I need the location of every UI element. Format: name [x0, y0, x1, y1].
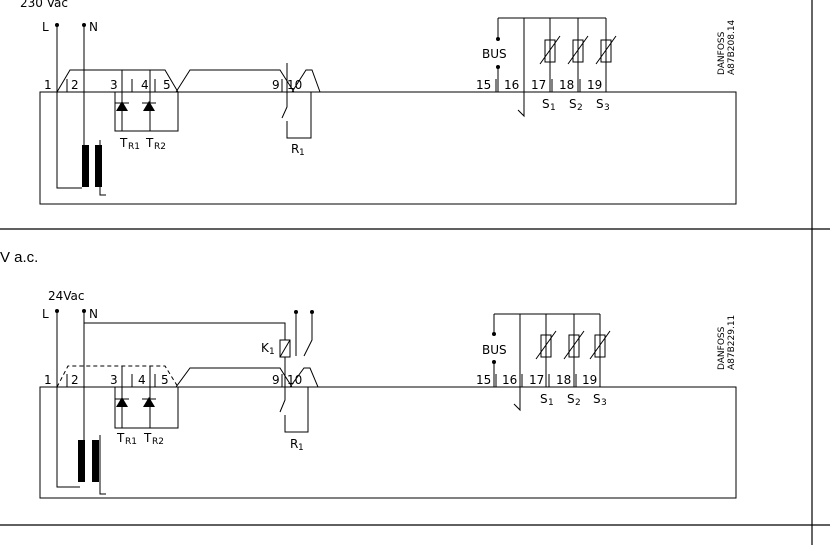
transformer-secondary	[92, 440, 99, 482]
svg-text:4: 4	[141, 78, 149, 92]
svg-text:T: T	[116, 431, 125, 445]
svg-text:3: 3	[601, 398, 607, 408]
svg-text:19: 19	[587, 78, 602, 92]
svg-text:1: 1	[548, 398, 554, 408]
svg-text:16: 16	[502, 373, 517, 387]
line-terminal-label: L	[42, 20, 49, 34]
neutral-terminal-label: N	[89, 20, 98, 34]
brand-label: DANFOSS	[717, 31, 727, 75]
svg-text:3: 3	[604, 103, 610, 113]
svg-text:18: 18	[556, 373, 571, 387]
svg-text:R: R	[290, 437, 298, 451]
svg-text:2: 2	[71, 78, 79, 92]
svg-text:1: 1	[44, 78, 52, 92]
svg-text:10: 10	[287, 373, 302, 387]
neutral-terminal-label: N	[89, 307, 98, 321]
svg-text:17: 17	[529, 373, 544, 387]
svg-text:1: 1	[298, 443, 304, 453]
svg-text:S: S	[567, 392, 575, 406]
bus-label: BUS	[482, 47, 507, 61]
svg-text:9: 9	[272, 373, 280, 387]
svg-text:1: 1	[269, 347, 275, 357]
supply-voltage-label: 230 Vac	[20, 0, 68, 10]
svg-text:5: 5	[163, 78, 171, 92]
svg-text:1: 1	[550, 103, 556, 113]
svg-text:2: 2	[71, 373, 79, 387]
diagram-230vac: 230 Vac L N 1 2 3 4 5 9 10	[20, 0, 737, 205]
svg-text:19: 19	[582, 373, 597, 387]
svg-text:R1: R1	[128, 142, 140, 152]
controller-housing	[39, 91, 737, 205]
svg-text:2: 2	[575, 398, 581, 408]
svg-text:S: S	[596, 97, 604, 111]
svg-text:K: K	[261, 341, 270, 355]
brand-label: DANFOSS	[717, 326, 727, 370]
drawing-number: A87B229.11	[727, 315, 737, 370]
line-terminal-label: L	[42, 307, 49, 321]
svg-text:17: 17	[531, 78, 546, 92]
svg-text:S: S	[593, 392, 601, 406]
transformer-secondary	[95, 145, 102, 187]
svg-text:S: S	[569, 97, 577, 111]
svg-text:5: 5	[161, 373, 169, 387]
supply-voltage-label: 24Vac	[48, 289, 85, 303]
controller-housing	[39, 386, 737, 499]
svg-text:15: 15	[476, 373, 491, 387]
svg-text:S: S	[540, 392, 548, 406]
svg-text:3: 3	[110, 78, 118, 92]
svg-text:15: 15	[476, 78, 491, 92]
svg-text:T: T	[145, 136, 154, 150]
svg-text:18: 18	[559, 78, 574, 92]
svg-text:16: 16	[504, 78, 519, 92]
diagram-24vac: 24Vac L N K 1 1 2 3 4 5 9 10	[39, 289, 737, 499]
drawing-number: A87B208.14	[727, 19, 737, 75]
svg-text:R2: R2	[154, 142, 166, 152]
svg-text:R: R	[291, 142, 299, 156]
section-caption: V a.c.	[0, 249, 38, 266]
svg-text:2: 2	[577, 103, 583, 113]
svg-text:3: 3	[110, 373, 118, 387]
transformer-primary	[82, 145, 89, 187]
bus-label: BUS	[482, 343, 507, 357]
svg-text:T: T	[143, 431, 152, 445]
svg-text:9: 9	[272, 78, 280, 92]
svg-text:1: 1	[299, 148, 305, 158]
svg-text:R2: R2	[152, 437, 164, 447]
svg-text:T: T	[119, 136, 128, 150]
transformer-primary	[78, 440, 85, 482]
svg-text:1: 1	[44, 373, 52, 387]
svg-text:S: S	[542, 97, 550, 111]
svg-text:10: 10	[287, 78, 302, 92]
svg-text:R1: R1	[125, 437, 137, 447]
svg-text:4: 4	[138, 373, 146, 387]
